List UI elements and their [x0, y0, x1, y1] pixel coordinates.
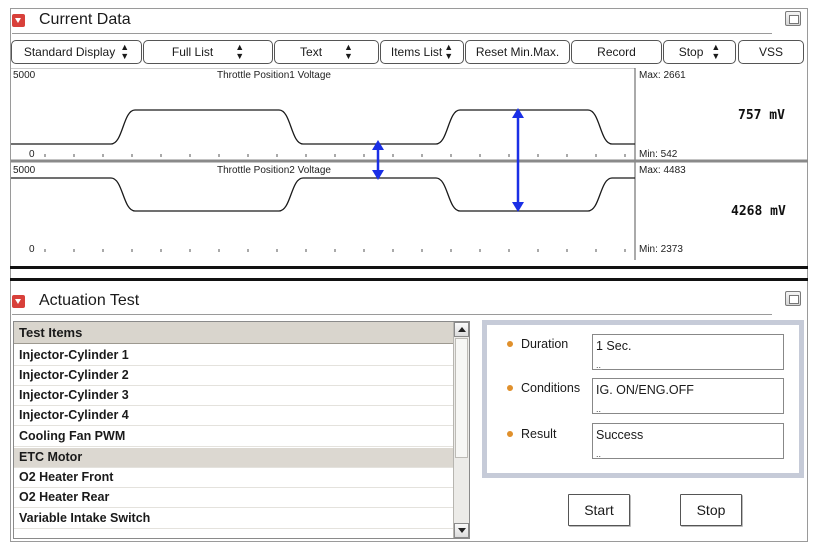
- scroll-thumb[interactable]: [455, 338, 468, 458]
- test-parameters-panel: Duration 1 Sec... Conditions IG. ON/ENG.…: [482, 320, 804, 478]
- bullet-icon: [507, 385, 513, 391]
- current-data-title: Current Data: [39, 11, 131, 28]
- result-field: Success..: [592, 423, 784, 459]
- standard-display-label: Standard Display: [23, 45, 116, 59]
- updown-icon: ▲▼: [120, 42, 130, 61]
- updown-icon: ▲▼: [235, 42, 245, 61]
- reset-min-max-button[interactable]: Reset Min.Max.: [465, 40, 570, 64]
- actuation-test-title: Actuation Test: [39, 292, 140, 309]
- test-item-injector-cyl2[interactable]: Injector-Cylinder 2: [14, 366, 454, 386]
- graph2-ymax-label: 5000: [13, 165, 36, 176]
- actuation-test-header: Actuation Test: [12, 289, 139, 313]
- updown-icon: ▲▼: [711, 42, 721, 61]
- section-divider-top: [10, 266, 808, 269]
- test-item-variable-intake-switch[interactable]: Variable Intake Switch: [14, 509, 454, 529]
- duration-value: 1 Sec.: [596, 339, 632, 353]
- test-item-injector-cyl3[interactable]: Injector-Cylinder 3: [14, 386, 454, 406]
- graph1-value: 757 mV: [738, 108, 785, 123]
- actuation-header-underline: [12, 314, 772, 315]
- graph-area: 5000 0 Throttle Position1 Voltage Max: 2…: [11, 68, 808, 260]
- record-label: Record: [597, 45, 636, 59]
- vss-label: VSS: [758, 45, 783, 59]
- stop-dropdown[interactable]: Stop ▲▼: [663, 40, 736, 64]
- start-button[interactable]: Start: [568, 494, 630, 526]
- annotation-arrow-high: [512, 108, 524, 212]
- standard-display-dropdown[interactable]: Standard Display ▲▼: [11, 40, 142, 64]
- list-scrollbar[interactable]: [453, 322, 469, 538]
- graph2-ymin-label: 0: [29, 244, 35, 255]
- items-list-label: Items List: [390, 45, 443, 59]
- graph2-title: Throttle Position2 Voltage: [217, 165, 331, 176]
- conditions-label: Conditions: [507, 381, 580, 395]
- text-dropdown[interactable]: Text ▲▼: [274, 40, 379, 64]
- duration-label-text: Duration: [521, 337, 569, 351]
- test-item-o2-heater-rear[interactable]: O2 Heater Rear: [14, 488, 454, 508]
- updown-icon: ▲▼: [344, 42, 353, 61]
- test-item-injector-cyl4[interactable]: Injector-Cylinder 4: [14, 406, 454, 426]
- graph2-ticks: [44, 249, 626, 252]
- test-item-o2-heater-front[interactable]: O2 Heater Front: [14, 468, 454, 488]
- vss-button[interactable]: VSS: [738, 40, 804, 64]
- current-data-header: Current Data: [12, 8, 131, 32]
- stop-label: Stop: [678, 45, 704, 59]
- graph2-min-label: Min: 2373: [639, 244, 683, 255]
- graph1-min-label: Min: 542: [639, 149, 678, 160]
- reset-min-max-label: Reset Min.Max.: [475, 45, 560, 59]
- test-item-cooling-fan-pwm[interactable]: Cooling Fan PWM: [14, 427, 454, 447]
- graph1-title: Throttle Position1 Voltage: [217, 70, 331, 81]
- graph1-trace: [11, 109, 635, 145]
- text-label: Text: [300, 45, 323, 59]
- maximize-actuation-test-icon[interactable]: [785, 291, 801, 306]
- maximize-current-data-icon[interactable]: [785, 11, 801, 26]
- record-button[interactable]: Record: [571, 40, 662, 64]
- conditions-value: IG. ON/ENG.OFF: [596, 383, 694, 397]
- graph1-ticks: [44, 154, 626, 157]
- collapse-current-data-icon[interactable]: [12, 13, 25, 27]
- header-underline: [12, 33, 772, 34]
- test-item-etc-motor[interactable]: ETC Motor: [14, 448, 454, 468]
- result-label-text: Result: [521, 427, 557, 441]
- bullet-icon: [507, 431, 513, 437]
- graph2-trace: [11, 177, 635, 212]
- ellipsis-icon: ..: [596, 360, 602, 370]
- graph1-max-label: Max: 2661: [639, 70, 686, 81]
- scroll-up-icon[interactable]: [454, 322, 469, 337]
- test-item-injector-cyl1[interactable]: Injector-Cylinder 1: [14, 346, 454, 366]
- updown-icon: ▲▼: [444, 42, 454, 61]
- graph2-max-label: Max: 4483: [639, 165, 686, 176]
- full-list-dropdown[interactable]: Full List ▲▼: [143, 40, 273, 64]
- graphs-svg: 5000 0 Throttle Position1 Voltage Max: 2…: [11, 68, 808, 260]
- graph1-ymax-label: 5000: [13, 70, 36, 81]
- graph2-value: 4268 mV: [731, 204, 786, 219]
- graph1-ymin-label: 0: [29, 149, 35, 160]
- stop-button[interactable]: Stop: [680, 494, 742, 526]
- test-items-list: Test Items Injector-Cylinder 1 Injector-…: [13, 321, 470, 539]
- ellipsis-icon: ..: [596, 449, 602, 459]
- items-list-dropdown[interactable]: Items List▲▼: [380, 40, 464, 64]
- annotation-arrow-low: [372, 140, 384, 180]
- result-value: Success: [596, 428, 644, 442]
- collapse-actuation-test-icon[interactable]: [12, 294, 25, 308]
- duration-field: 1 Sec...: [592, 334, 784, 370]
- bullet-icon: [507, 341, 513, 347]
- conditions-field: IG. ON/ENG.OFF..: [592, 378, 784, 414]
- result-label: Result: [507, 427, 556, 441]
- duration-label: Duration: [507, 337, 568, 351]
- full-list-label: Full List: [171, 45, 214, 59]
- ellipsis-icon: ..: [596, 404, 602, 414]
- conditions-label-text: Conditions: [521, 381, 581, 395]
- scroll-down-icon[interactable]: [454, 523, 469, 538]
- test-items-header: Test Items: [14, 322, 454, 344]
- section-divider-bottom: [10, 278, 808, 281]
